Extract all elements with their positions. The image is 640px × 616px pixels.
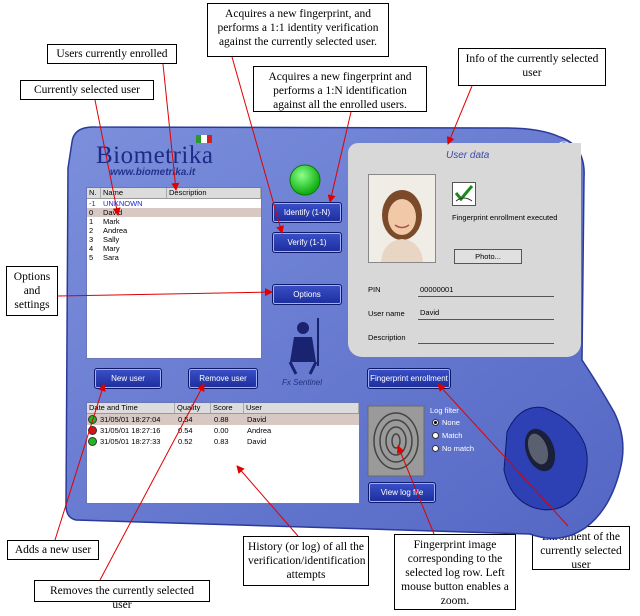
- user-list-row[interactable]: 0 David: [87, 208, 261, 217]
- callout-fingerprint-image: Fingerprint image corresponding to the s…: [394, 534, 516, 610]
- log-row[interactable]: 31/05/01 18:27:16 0.54 0.00 Andrea: [87, 425, 359, 436]
- radio-icon[interactable]: [432, 419, 439, 426]
- new-user-button[interactable]: New user: [94, 368, 162, 389]
- log-filter-option-label: Match: [442, 431, 463, 440]
- verify-button[interactable]: Verify (1-1): [272, 232, 342, 253]
- user-description: [167, 226, 261, 235]
- username-field[interactable]: David: [420, 308, 440, 317]
- user-list-row[interactable]: -1 UNKNOWN: [87, 199, 261, 208]
- user-n: 1: [89, 217, 94, 226]
- log-row[interactable]: 31/05/01 18:27:33 0.52 0.83 David: [87, 436, 359, 447]
- user-list-row[interactable]: 1 Mark: [87, 217, 261, 226]
- user-name: Sally: [103, 235, 120, 244]
- sentinel-label: Fx Sentinel: [282, 378, 323, 387]
- user-list-row[interactable]: 2 Andrea: [87, 226, 261, 235]
- callout-enrolment: Enrolment of the currently selected user: [532, 526, 630, 571]
- log-quality: 0.54: [178, 426, 193, 435]
- match-fail-icon: [88, 426, 97, 435]
- app-logo: Biometrika: [96, 142, 214, 169]
- user-photo: [368, 174, 436, 263]
- options-button[interactable]: Options: [272, 284, 342, 305]
- log-row[interactable]: 31/05/01 18:27:04 0.54 0.88 David: [87, 414, 359, 425]
- user-name: David: [103, 208, 123, 217]
- log-filter-option-label: None: [442, 418, 460, 427]
- status-led-icon: [289, 164, 321, 196]
- log-datetime: 31/05/01 18:27:33: [100, 437, 161, 446]
- enrollment-status: Fingerprint enrollment executed: [452, 213, 558, 222]
- knight-icon: [288, 318, 319, 375]
- log-list[interactable]: Date and Time Quality Score User 31/05/0…: [86, 402, 360, 504]
- callout-options: Options and settings: [6, 266, 58, 316]
- user-n: 4: [89, 244, 94, 253]
- log-filter-option[interactable]: Match: [432, 431, 462, 440]
- enrollment-check-icon: [452, 182, 476, 206]
- callout-users-enrolled: Users currently enrolled: [47, 44, 177, 64]
- user-name: Mark: [103, 217, 120, 226]
- user-n: 5: [89, 253, 94, 262]
- pin-field[interactable]: 00000001: [420, 285, 454, 294]
- user-n: 0: [89, 208, 94, 217]
- user-name: Sara: [103, 253, 119, 262]
- fingerprint-enrollment-button[interactable]: Fingerprint enrollment: [367, 368, 451, 389]
- callout-history: History (or log) of all the verification…: [243, 536, 369, 586]
- user-name: UNKNOWN: [103, 199, 143, 208]
- radio-icon[interactable]: [432, 432, 439, 439]
- callout-selected-user: Currently selected user: [20, 80, 154, 100]
- user-description: [167, 253, 261, 262]
- user-name: Mary: [103, 244, 120, 253]
- user-description: [167, 235, 261, 244]
- user-description: [167, 199, 261, 208]
- user-list-row[interactable]: 5 Sara: [87, 253, 261, 262]
- photo-button[interactable]: Photo...: [454, 249, 522, 264]
- log-datetime: 31/05/01 18:27:04: [100, 415, 161, 424]
- user-list-col-name[interactable]: Name: [101, 188, 167, 198]
- log-user: David: [247, 437, 267, 446]
- pin-label: PIN: [368, 285, 381, 294]
- user-description: [167, 208, 261, 217]
- log-datetime: 31/05/01 18:27:16: [100, 426, 161, 435]
- view-log-button[interactable]: View log file: [368, 482, 436, 503]
- user-n: -1: [89, 199, 96, 208]
- callout-verify: Acquires a new fingerprint, and performs…: [207, 3, 389, 57]
- log-filter-option-label: No match: [442, 444, 475, 453]
- identify-button[interactable]: Identify (1-N): [272, 202, 342, 223]
- username-label: User name: [368, 309, 405, 318]
- log-col-score[interactable]: Score: [211, 403, 244, 413]
- user-list[interactable]: N. Name Description -1 UNKNOWN 0 David 1 Mark…: [86, 187, 262, 359]
- log-col-user[interactable]: User: [244, 403, 359, 413]
- log-col-quality[interactable]: Quality: [175, 403, 211, 413]
- user-list-col-n[interactable]: N.: [87, 188, 101, 198]
- callout-remove-user: Removes the currently selected user: [34, 580, 210, 611]
- user-n: 3: [89, 235, 94, 244]
- description-label: Description: [368, 333, 406, 342]
- match-ok-icon: [88, 437, 97, 446]
- log-quality: 0.52: [178, 437, 193, 446]
- remove-user-button[interactable]: Remove user: [188, 368, 258, 389]
- user-list-row[interactable]: 3 Sally: [87, 235, 261, 244]
- user-data-title: User data: [446, 150, 490, 161]
- user-n: 2: [89, 226, 94, 235]
- log-filter-option[interactable]: None: [432, 418, 460, 427]
- callout-info-user: Info of the currently selected user: [458, 48, 606, 86]
- user-list-row[interactable]: 4 Mary: [87, 244, 261, 253]
- log-col-datetime[interactable]: Date and Time: [87, 403, 175, 413]
- user-name: Andrea: [103, 226, 128, 235]
- log-user: Andrea: [247, 426, 272, 435]
- log-quality: 0.54: [178, 415, 193, 424]
- radio-icon[interactable]: [432, 445, 439, 452]
- log-score: 0.83: [214, 437, 229, 446]
- match-ok-icon: [88, 415, 97, 424]
- log-score: 0.00: [214, 426, 229, 435]
- fingerprint-thumbnail[interactable]: [367, 405, 425, 477]
- callout-add-user: Adds a new user: [7, 540, 99, 560]
- log-filter-title: Log filter: [430, 406, 459, 415]
- log-user: David: [247, 415, 267, 424]
- logo-url: www.biometrika.it: [110, 167, 196, 178]
- user-list-col-description[interactable]: Description: [167, 188, 261, 198]
- log-score: 0.88: [214, 415, 229, 424]
- user-description: [167, 244, 261, 253]
- log-filter-option[interactable]: No match: [432, 444, 474, 453]
- user-description: [167, 217, 261, 226]
- italian-flag-icon: [196, 135, 212, 143]
